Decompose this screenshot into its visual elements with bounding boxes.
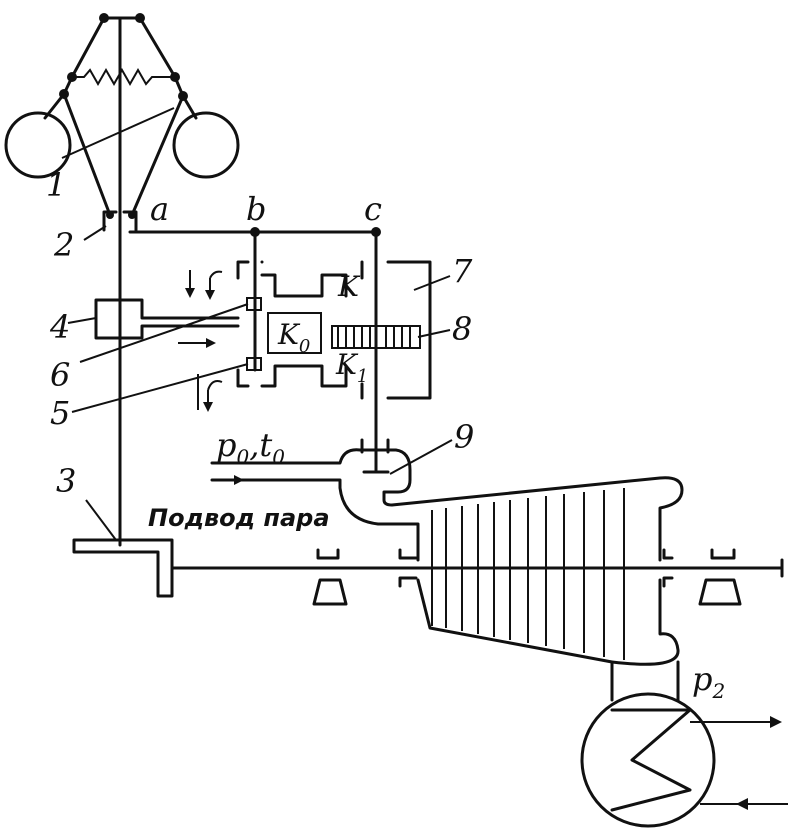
label-steam-supply: Подвод пара [148,504,330,532]
seal-lp-top [662,548,674,560]
label-7: 7 [452,252,473,290]
label-9: 9 [454,418,474,456]
label-chamber-k0: K0 [277,318,310,357]
upper-arm-right [138,16,177,79]
label-chamber-k1: K1 [335,348,368,387]
leader-9 [389,439,453,475]
label-chamber-k: K [337,270,361,303]
label-2: 2 [53,226,74,264]
label-p2-letter: p [692,660,712,698]
oil-pump [94,298,240,340]
label-3: 3 [56,462,76,500]
steam-arrowhead [234,475,244,485]
flyweight-right [172,111,240,179]
label-k1-sub: 1 [357,366,368,387]
label-p0t0-sep: , [249,426,259,464]
bearing-right [698,578,742,606]
label-p0-letter: p [216,426,236,464]
seal-right-top [710,548,736,560]
exhaust-pipe [610,660,680,702]
leader-8 [417,329,451,338]
control-valve [210,438,684,562]
servo-spring-coils [337,326,411,348]
drain-hook-upper [209,270,223,279]
seal-hp-bottom [398,576,418,588]
drain-hook-lower [207,380,223,391]
label-point-a: a [150,190,169,228]
label-k0-letter: K [277,318,301,351]
label-5: 5 [50,394,70,432]
turbine-blades [431,488,625,660]
governor-sleeve [102,210,138,232]
pilot-valve [178,230,348,412]
servomotor [331,230,432,472]
label-8: 8 [452,310,472,348]
label-k0-sub: 0 [299,336,310,357]
bearing-left [312,578,348,606]
label-p2-sub: 2 [711,679,725,703]
seal-hp-top [398,548,418,560]
lower-link-left [62,92,112,217]
steam-inlet-and-casing-top [210,448,684,562]
seal-left-top [316,548,340,560]
leader-4 [67,317,97,324]
leader-1 [61,107,175,159]
servo-cylinder [360,260,432,400]
leader-3 [85,499,117,541]
label-1: 1 [46,166,66,204]
leader-lines [61,107,453,541]
leader-2 [83,225,107,241]
label-point-c: c [364,190,382,228]
cooling-water-in-arrowhead [736,798,748,810]
port-lower [260,364,348,388]
condenser-coil [610,708,692,812]
leader-7 [413,275,451,291]
label-4: 4 [49,308,70,346]
casing-bottom [416,578,680,666]
lower-link-right [130,94,185,217]
condenser [580,660,788,828]
centrifugal-governor [4,13,240,547]
turbine [72,488,784,666]
governor-spring [72,67,175,87]
label-point-b: b [246,190,266,228]
drain-arrowhead-upper [205,290,215,300]
label-p0-sub: 0 [236,445,249,469]
pump-body [94,298,240,340]
governor-drive-gear [72,538,174,598]
leader-6 [79,303,249,363]
pilot-housing-top [236,260,264,280]
drain-arrowhead-lower [203,402,213,412]
condenser-shell [580,692,716,828]
chamber-k0 [267,312,322,354]
label-6: 6 [50,356,70,394]
label-t0-sub: 0 [272,445,285,469]
labels: 1 2 3 4 5 6 7 8 9 a b c K K0 K1 p0,t0 p2… [46,166,725,703]
upper-arm-left [70,16,106,79]
flyweight-left [4,111,72,179]
oil-supply-arrowhead [206,338,216,348]
label-k1-letter: K [335,348,359,381]
label-exhaust-pressure: p2 [692,660,725,703]
leader-5 [71,363,249,413]
label-t0-letter: t [259,426,272,464]
oil-arrowhead-in [185,288,195,298]
label-steam-params: p0,t0 [216,426,285,469]
seal-lp-bottom [662,576,674,588]
pilot-housing-bottom [236,368,250,388]
cooling-water-out-arrowhead [770,716,782,728]
port-upper [260,273,348,298]
